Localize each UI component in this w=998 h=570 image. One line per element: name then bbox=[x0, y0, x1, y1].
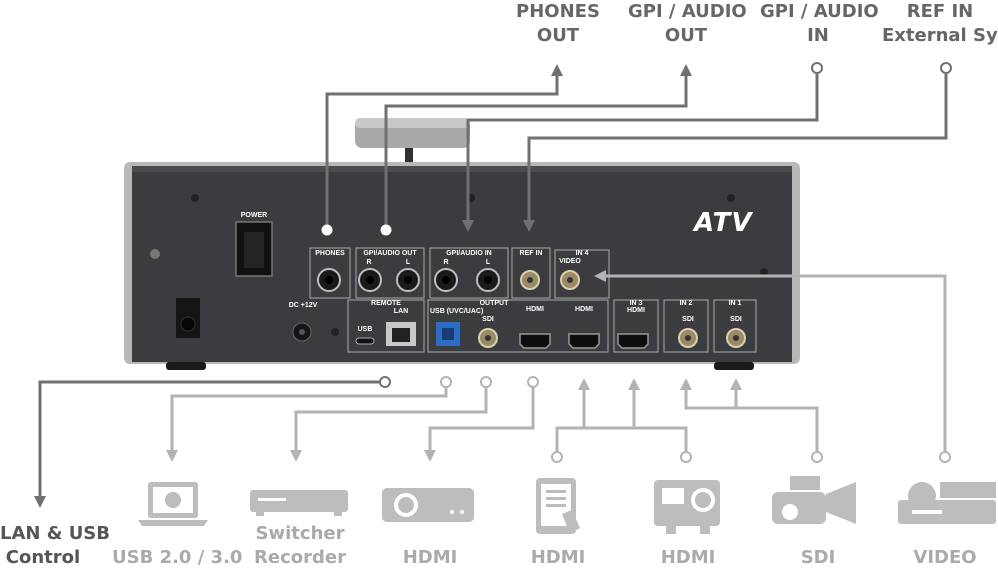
label-usb: USB 2.0 / 3.0 bbox=[112, 547, 243, 568]
label-hdmi-tablet: HDMI bbox=[530, 547, 586, 568]
label-sdi: SDI bbox=[800, 547, 836, 568]
laptop-icon bbox=[138, 482, 208, 526]
bottom-connection-lines bbox=[166, 270, 947, 462]
gpi-audio-out-label: GPI/AUDIO OUT bbox=[363, 250, 417, 257]
lan-label: LAN bbox=[393, 308, 409, 315]
in1-label: IN 1 bbox=[728, 300, 742, 307]
in2-sdi-label: SDI bbox=[682, 316, 694, 323]
label-hdmi-output: HDMI bbox=[402, 547, 458, 568]
gpi-audio-in-label: GPI/AUDIO IN bbox=[446, 250, 492, 257]
remote-label: REMOTE bbox=[371, 300, 401, 307]
in3-label: IN 3 bbox=[629, 300, 643, 307]
label-ref-in: REF IN External Sync bbox=[882, 1, 998, 46]
bottom-connection-dots bbox=[440, 376, 951, 463]
label-switcher-recorder: Switcher Recorder bbox=[254, 523, 346, 568]
video-camera-icon bbox=[772, 476, 856, 524]
label-gpi-audio-in: GPI / AUDIO IN bbox=[760, 1, 879, 46]
switcher-device-rear bbox=[124, 162, 800, 370]
sdi-output-label: SDI bbox=[482, 316, 494, 323]
label-hdmi-camera: HDMI bbox=[660, 547, 716, 568]
gpi-in-l-label: L bbox=[485, 259, 491, 266]
label-lan-usb-control: LAN & USB Control bbox=[0, 523, 110, 568]
in1-sdi-label: SDI bbox=[730, 316, 742, 323]
in4-video-label: VIDEO bbox=[559, 258, 581, 265]
dc-label: DC +12V bbox=[288, 302, 318, 309]
tbar-handle bbox=[355, 118, 470, 166]
gpi-out-l-label: L bbox=[405, 259, 411, 266]
projector-icon bbox=[382, 488, 474, 522]
in4-label: IN 4 bbox=[575, 250, 589, 257]
power-label: POWER bbox=[240, 212, 268, 219]
label-phones-out: PHONES OUT bbox=[516, 1, 600, 46]
in2-label: IN 2 bbox=[679, 300, 693, 307]
label-video: VIDEO bbox=[913, 547, 977, 568]
top-connection-dots bbox=[321, 62, 952, 388]
in3-hdmi-label: HDMI bbox=[627, 307, 645, 314]
action-camera-icon bbox=[654, 480, 720, 534]
output-label: OUTPUT bbox=[479, 300, 509, 307]
hdmi-output-label: HDMI bbox=[526, 306, 544, 313]
hdmi-in4-label: HDMI bbox=[575, 306, 593, 313]
atv-logo: ATV bbox=[694, 208, 753, 238]
vcr-player-icon bbox=[898, 482, 996, 524]
phones-label: PHONES bbox=[315, 250, 345, 257]
label-gpi-audio-out: GPI / AUDIO OUT bbox=[628, 1, 747, 46]
top-connection-lines bbox=[34, 64, 948, 508]
gpi-in-r-label: R bbox=[443, 259, 449, 266]
tablet-icon bbox=[536, 478, 580, 534]
ref-in-label: REF IN bbox=[519, 250, 543, 257]
recorder-icon bbox=[250, 490, 348, 516]
gpi-out-r-label: R bbox=[366, 259, 372, 266]
usb-output-label: USB (UVC/UAC) bbox=[430, 308, 484, 315]
usb-c-label: USB bbox=[357, 326, 373, 333]
